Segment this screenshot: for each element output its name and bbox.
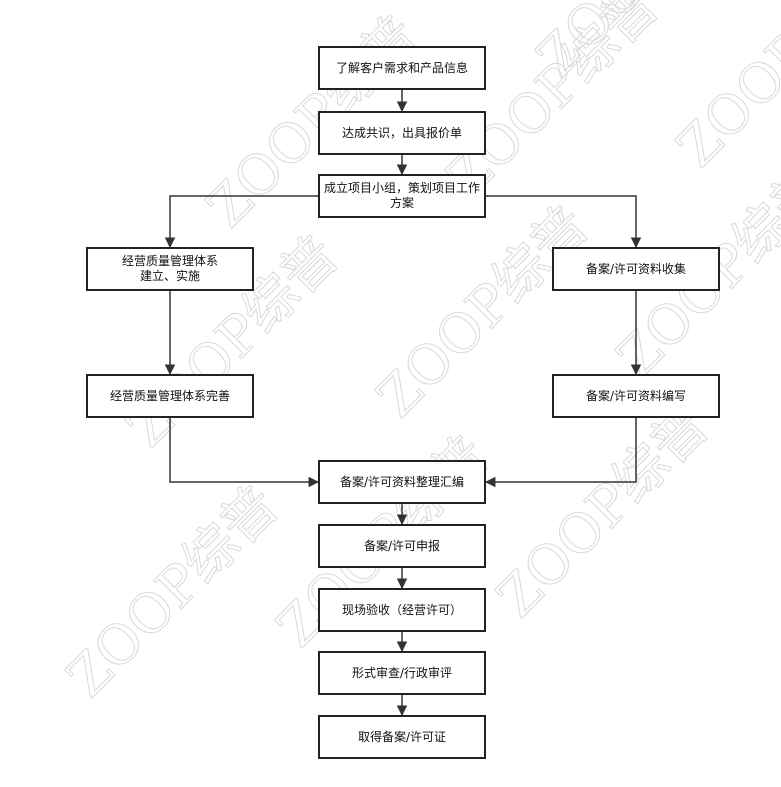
node-project-team: 成立项目小组，策划项目工作方案 [318, 174, 486, 218]
node-obtain-license: 取得备案/许可证 [318, 715, 486, 759]
node-site-inspection: 现场验收（经营许可） [318, 588, 486, 632]
arrow-n5a-n6 [169, 418, 320, 488]
node-submit: 备案/许可申报 [318, 524, 486, 568]
node-qms-improve: 经营质量管理体系完善 [86, 374, 254, 418]
arrow-n5b-n6 [484, 418, 637, 488]
node-consensus-quote: 达成共识，出具报价单 [318, 111, 486, 155]
arrow-n3-n4a [164, 195, 318, 249]
node-understand-needs: 了解客户需求和产品信息 [318, 46, 486, 90]
node-review: 形式审查/行政审评 [318, 651, 486, 695]
arrow-n3-n4b [486, 195, 642, 249]
node-collect-docs: 备案/许可资料收集 [552, 247, 720, 291]
node-qms-build: 经营质量管理体系 建立、实施 [86, 247, 254, 291]
node-compile-docs: 备案/许可资料整理汇编 [318, 460, 486, 504]
node-write-docs: 备案/许可资料编写 [552, 374, 720, 418]
